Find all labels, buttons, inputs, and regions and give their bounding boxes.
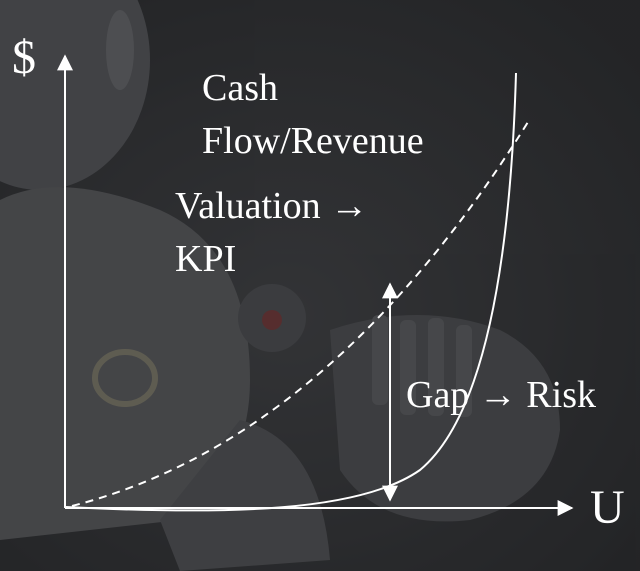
solid-curve-label: Valuation → KPI (175, 185, 369, 281)
x-axis-label: U (590, 481, 625, 534)
gap-label: Gap → Risk (406, 374, 596, 416)
dashed-curve (71, 121, 529, 507)
y-axis-label: $ (12, 31, 36, 84)
dashed-curve-label: Cash Flow/Revenue (202, 67, 424, 163)
solid-curve (65, 72, 517, 512)
